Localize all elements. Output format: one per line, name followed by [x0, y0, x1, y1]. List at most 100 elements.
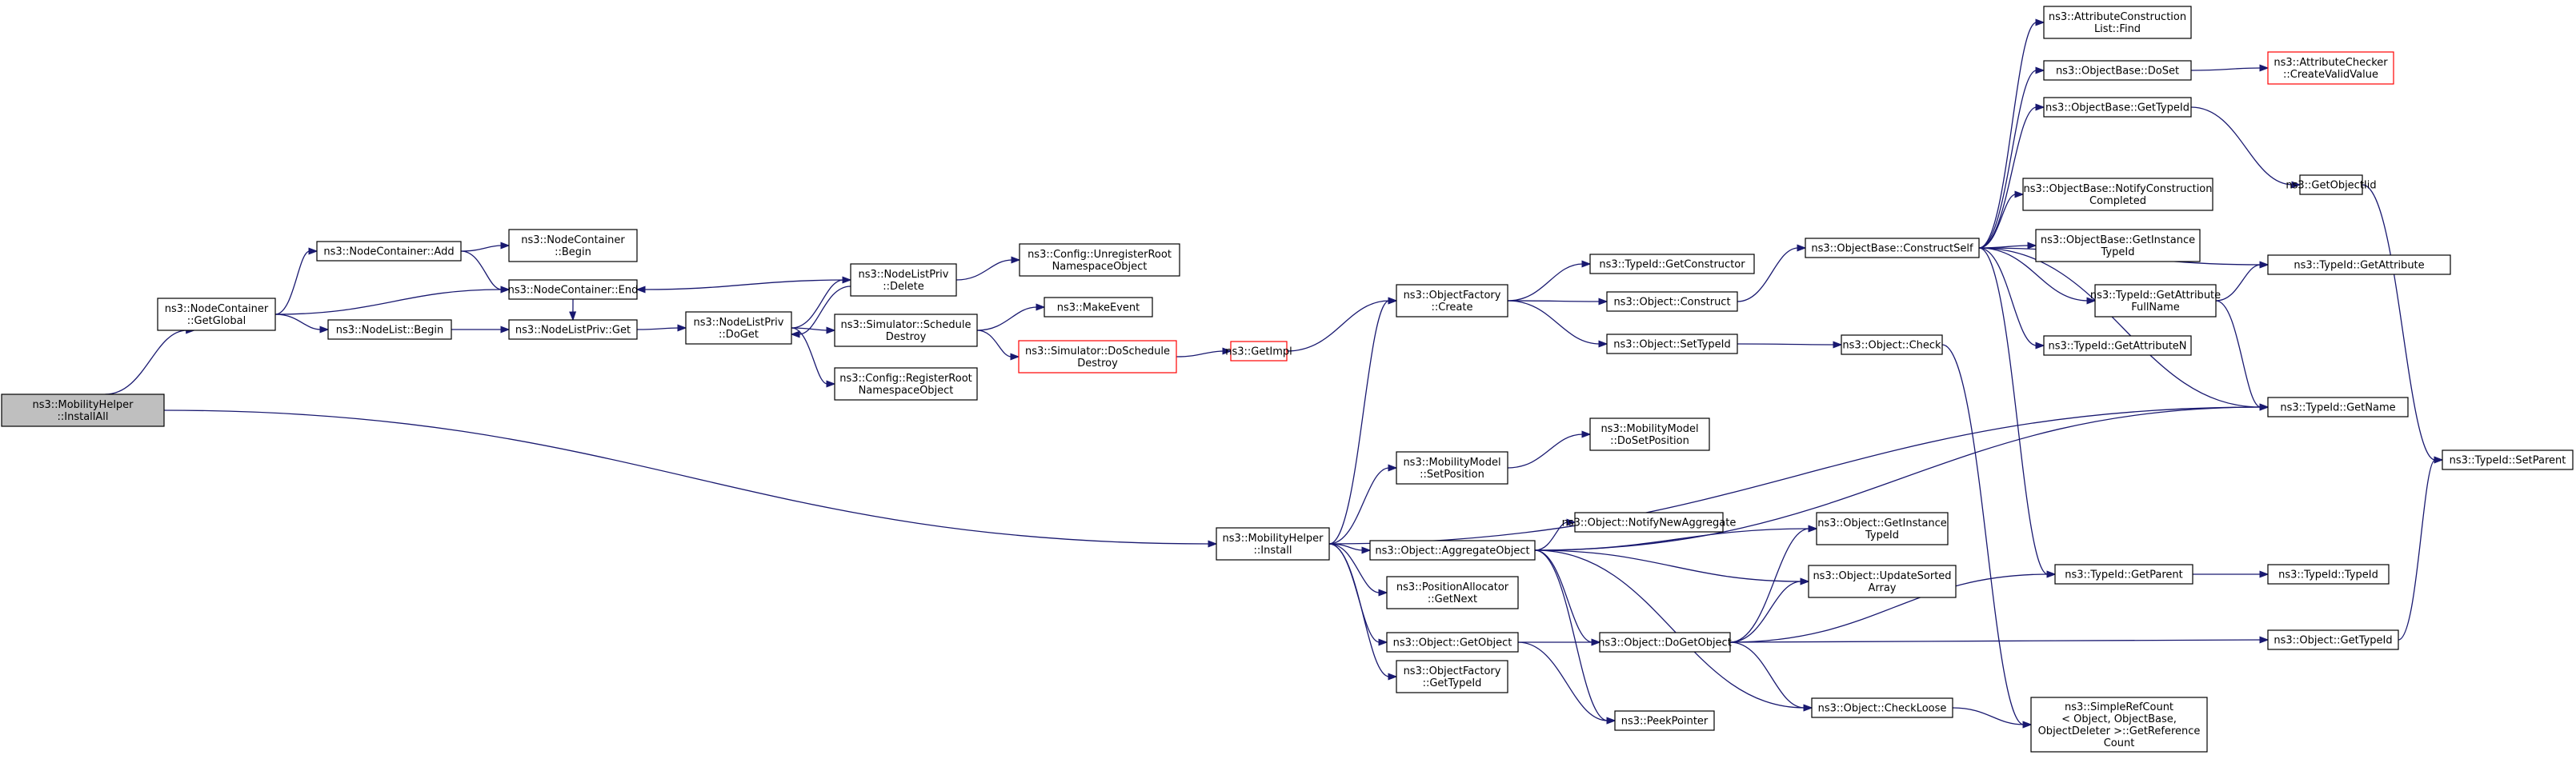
node-ns3-getobjectiid[interactable]: ns3::GetObjectIid — [2286, 174, 2377, 195]
edge-line — [1328, 543, 1380, 593]
node-ns3-typeid-getparent[interactable]: ns3::TypeId::GetParent — [2054, 564, 2193, 585]
edge-n20-n31 — [1978, 247, 2045, 350]
edge-n36-n48 — [1534, 549, 1813, 712]
node-label: ns3::Object::DoGetObject — [1598, 637, 1732, 649]
node-label: ::GetGlobal — [187, 315, 246, 327]
node-ns3-objectfactory-gettypeid[interactable]: ns3::ObjectFactory::GetTypeId — [1396, 660, 1508, 693]
node-ns3-mobilityhelper-install[interactable]: ns3::MobilityHelper::Install — [1216, 527, 1330, 561]
edge-n20-n23 — [1978, 66, 2045, 249]
node-ns3-object-checkloose[interactable]: ns3::Object::CheckLoose — [1811, 697, 1953, 718]
node-ns3-mobilityhelper-installall[interactable]: ns3::MobilityHelper::InstallAll — [1, 393, 165, 427]
node-ns3-mobilitymodel-dosetposition[interactable]: ns3::MobilityModel::DoSetPosition — [1589, 417, 1710, 451]
node-ns3-nodelistpriv-get[interactable]: ns3::NodeListPriv::Get — [508, 319, 638, 340]
node-ns3-getimpl[interactable]: ns3::GetImpl — [1225, 341, 1292, 362]
node-ns3-objectbase-doset[interactable]: ns3::ObjectBase::DoSet — [2043, 60, 2192, 81]
edge-n29-n30 — [2215, 261, 2270, 302]
node-ns3-typeid-setparent[interactable]: ns3::TypeId::SetParent — [2442, 449, 2574, 470]
node-ns3-typeid-getconstructor[interactable]: ns3::TypeId::GetConstructor — [1589, 254, 1755, 274]
edge-arrowhead — [2259, 570, 2270, 578]
node-ns3-peekpointer[interactable]: ns3::PeekPointer — [1614, 710, 1715, 731]
node-box — [508, 229, 638, 262]
node-ns3-attributechecker-createvalidvalue[interactable]: ns3::AttributeChecker::CreateValidValue — [2267, 51, 2394, 85]
edge-arrowhead — [1388, 673, 1398, 681]
node-label: ns3::NodeContainer — [165, 303, 269, 315]
node-ns3-object-check[interactable]: ns3::Object::Check — [1841, 334, 1943, 355]
node-ns3-objectbase-notifyconstruction-completed[interactable]: ns3::ObjectBase::NotifyConstructionCompl… — [2022, 178, 2213, 211]
node-box — [1230, 341, 1288, 362]
node-label: ns3::GetImpl — [1225, 346, 1292, 358]
node-label: ObjectDeleter >::GetReference — [2038, 725, 2201, 737]
node-ns3-object-getobject[interactable]: ns3::Object::GetObject — [1386, 632, 1519, 653]
node-ns3-nodelistpriv-delete[interactable]: ns3::NodeListPriv::Delete — [850, 263, 957, 297]
node-box — [834, 367, 978, 401]
node-box — [1216, 527, 1330, 561]
node-ns3-makeevent[interactable]: ns3::MakeEvent — [1044, 297, 1153, 318]
node-label: ns3::ObjectFactory — [1404, 665, 1501, 677]
node-label: ns3::Object::GetObject — [1393, 637, 1512, 649]
node-label: ns3::AttributeChecker — [2274, 57, 2388, 69]
edge-line — [1328, 543, 1390, 677]
node-ns3-object-gettypeid[interactable]: ns3::Object::GetTypeId — [2267, 629, 2399, 650]
node-ns3-positionallocator-getnext[interactable]: ns3::PositionAllocator::GetNext — [1386, 576, 1519, 609]
node-ns3-object-construct[interactable]: ns3::Object::Construct — [1606, 291, 1738, 312]
edge-line — [1978, 70, 2037, 249]
node-ns3-simplerefcount-object-objectbase-objectdeleter-getreference-count[interactable]: ns3::SimpleRefCount< Object, ObjectBase,… — [2030, 697, 2208, 753]
node-label: NamespaceObject — [859, 385, 954, 397]
node-ns3-object-dogetobject[interactable]: ns3::Object::DoGetObject — [1598, 632, 1732, 653]
node-ns3-nodelist-begin[interactable]: ns3::NodeList::Begin — [327, 319, 452, 340]
node-ns3-mobilitymodel-setposition[interactable]: ns3::MobilityModel::SetPosition — [1396, 451, 1508, 485]
edge-arrowhead — [1566, 518, 1576, 526]
node-ns3-nodelistpriv-doget[interactable]: ns3::NodeListPriv::DoGet — [685, 311, 792, 345]
edge-n41-n42 — [1518, 638, 1601, 646]
edge-n10-n11 — [976, 303, 1046, 331]
node-ns3-object-notifynewaggregate[interactable]: ns3::Object::NotifyNewAggregate — [1562, 512, 1737, 533]
node-label: ns3::MobilityModel — [1403, 457, 1500, 469]
node-label: ns3::SimpleRefCount — [2065, 701, 2173, 713]
edge-arrowhead — [2434, 456, 2444, 464]
edge-arrowhead — [2086, 297, 2097, 305]
edge-n42-n43 — [1729, 570, 2057, 643]
node-ns3-nodecontainer-begin[interactable]: ns3::NodeContainer::Begin — [508, 229, 638, 262]
edge-arrowhead — [1010, 353, 1020, 361]
node-ns3-object-aggregateobject[interactable]: ns3::Object::AggregateObject — [1369, 540, 1536, 561]
edge-n2-n3 — [460, 242, 511, 252]
node-ns3-nodecontainer-add[interactable]: ns3::NodeContainer::Add — [316, 241, 462, 262]
node-ns3-typeid-typeid[interactable]: ns3::TypeId::TypeId — [2267, 564, 2390, 585]
node-ns3-objectbase-gettypeid[interactable]: ns3::ObjectBase::GetTypeId — [2043, 97, 2192, 118]
node-ns3-objectfactory-create[interactable]: ns3::ObjectFactory::Create — [1396, 284, 1508, 318]
edge-arrowhead — [2259, 636, 2270, 644]
node-box — [316, 241, 462, 262]
edge-n19-n21 — [1737, 341, 1843, 349]
edge-line — [1517, 641, 1608, 721]
node-ns3-object-settypeid[interactable]: ns3::Object::SetTypeId — [1606, 334, 1738, 354]
node-box — [508, 279, 638, 300]
node-ns3-typeid-getattribute[interactable]: ns3::TypeId::GetAttribute — [2267, 254, 2451, 275]
edge-arrowhead — [1581, 430, 1592, 438]
edge-line — [1729, 528, 1810, 643]
node-label: ns3::Object::GetInstance — [1817, 517, 1947, 529]
node-ns3-nodecontainer-end[interactable]: ns3::NodeContainer::End — [508, 279, 639, 300]
edge-arrowhead — [1833, 341, 1843, 349]
node-ns3-config-unregisterroot-namespaceobject[interactable]: ns3::Config::UnregisterRootNamespaceObje… — [1019, 243, 1180, 277]
node-ns3-typeid-getattributen[interactable]: ns3::TypeId::GetAttributeN — [2043, 335, 2192, 356]
node-ns3-typeid-getname[interactable]: ns3::TypeId::GetName — [2267, 397, 2409, 417]
node-box — [2043, 60, 2192, 81]
node-label: ns3::NodeListPriv::Get — [515, 325, 631, 337]
edge-n18-n20 — [1737, 244, 1807, 302]
node-label: ns3::Object::GetTypeId — [2274, 635, 2392, 647]
edge-n16-n19 — [1507, 300, 1608, 348]
edge-arrowhead — [826, 380, 836, 388]
node-label: TypeId — [1865, 529, 1899, 541]
node-ns3-objectbase-constructself[interactable]: ns3::ObjectBase::ConstructSelf — [1805, 238, 1980, 258]
node-box — [1018, 340, 1177, 374]
node-ns3-nodecontainer-getglobal[interactable]: ns3::NodeContainer::GetGlobal — [157, 298, 276, 331]
